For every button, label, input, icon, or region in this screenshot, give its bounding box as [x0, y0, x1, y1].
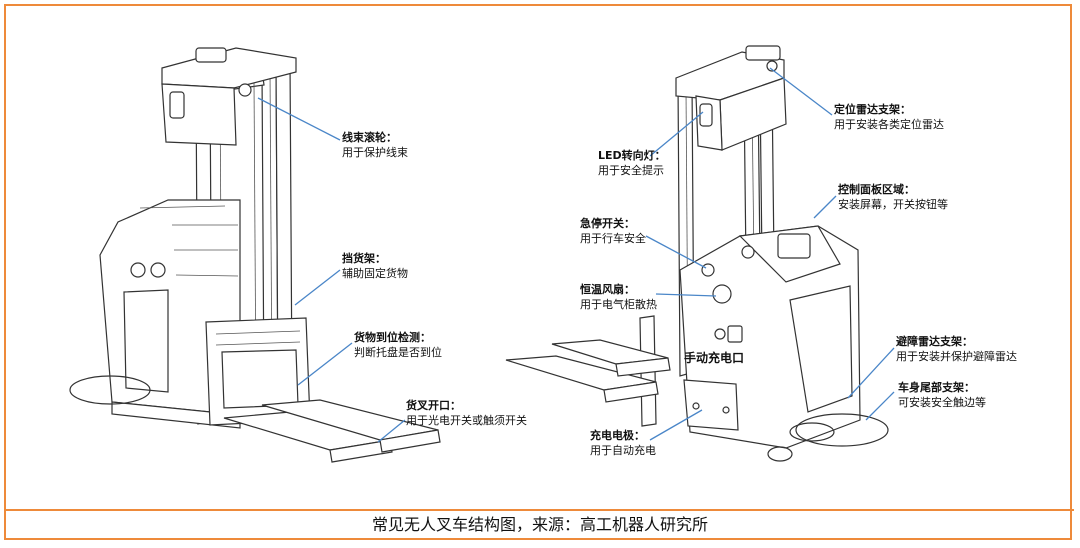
label-obstacle-radar-bracket: 避障雷达支架： 用于安装并保护避障雷达	[896, 334, 1017, 364]
thermostat-fan-desc: 用于电气柜散热	[580, 298, 657, 311]
caption-divider	[4, 509, 1074, 511]
obstacle-radar-desc: 用于安装并保护避障雷达	[896, 350, 1017, 363]
cable-roller-desc: 用于保护线束	[342, 146, 408, 159]
label-fork-opening: 货叉开口： 用于光电开关或触须开关	[406, 398, 527, 428]
image-frame	[4, 4, 1072, 540]
rear-bracket-desc: 可安装安全触边等	[898, 396, 986, 409]
load-backrest-desc: 辅助固定货物	[342, 267, 408, 280]
positioning-radar-title: 定位雷达支架：	[834, 103, 911, 116]
label-load-backrest: 挡货架： 辅助固定货物	[342, 251, 408, 281]
label-charging-electrode: 充电电极： 用于自动充电	[590, 428, 656, 458]
led-turn-signal-desc: 用于安全提示	[598, 164, 664, 177]
obstacle-radar-title: 避障雷达支架：	[896, 335, 973, 348]
emergency-stop-title: 急停开关：	[580, 217, 635, 230]
right-forklift-drawing: 手动充电口	[505, 45, 889, 462]
label-thermostat-fan: 恒温风扇： 用于电气柜散热	[580, 282, 657, 312]
control-panel-desc: 安装屏幕，开关按钮等	[838, 198, 948, 211]
cargo-detection-title: 货物到位检测：	[354, 331, 431, 344]
label-cargo-detection: 货物到位检测： 判断托盘是否到位	[354, 330, 442, 360]
positioning-radar-desc: 用于安装各类定位雷达	[834, 118, 944, 131]
fork-opening-desc: 用于光电开关或触须开关	[406, 414, 527, 427]
load-backrest-title: 挡货架：	[342, 252, 386, 265]
forklift-diagram: 手动充电口	[69, 45, 895, 463]
led-turn-signal-title: LED转向灯：	[598, 149, 666, 162]
cargo-detection-desc: 判断托盘是否到位	[354, 346, 442, 359]
label-cable-roller: 线束滚轮： 用于保护线束	[342, 130, 408, 160]
thermostat-fan-title: 恒温风扇：	[580, 283, 635, 296]
charge-port-text: 手动充电口	[684, 350, 744, 365]
charging-electrode-title: 充电电极：	[590, 429, 645, 442]
control-panel-title: 控制面板区域：	[838, 183, 915, 196]
leader-lines	[257, 67, 895, 443]
charging-electrode-desc: 用于自动充电	[590, 444, 656, 457]
rear-bracket-title: 车身尾部支架：	[898, 381, 975, 394]
label-emergency-stop: 急停开关： 用于行车安全	[580, 216, 646, 246]
cable-roller-title: 线束滚轮：	[342, 131, 397, 144]
fork-opening-title: 货叉开口：	[406, 399, 461, 412]
label-control-panel-area: 控制面板区域： 安装屏幕，开关按钮等	[838, 182, 948, 212]
label-rear-bracket: 车身尾部支架： 可安装安全触边等	[898, 380, 986, 410]
figure-caption: 常见无人叉车结构图，来源：高工机器人研究所	[371, 515, 708, 534]
left-forklift-drawing	[69, 47, 441, 463]
label-led-turn-signal: LED转向灯： 用于安全提示	[598, 148, 666, 178]
emergency-stop-desc: 用于行车安全	[580, 232, 646, 245]
label-positioning-radar-bracket: 定位雷达支架： 用于安装各类定位雷达	[834, 102, 944, 132]
